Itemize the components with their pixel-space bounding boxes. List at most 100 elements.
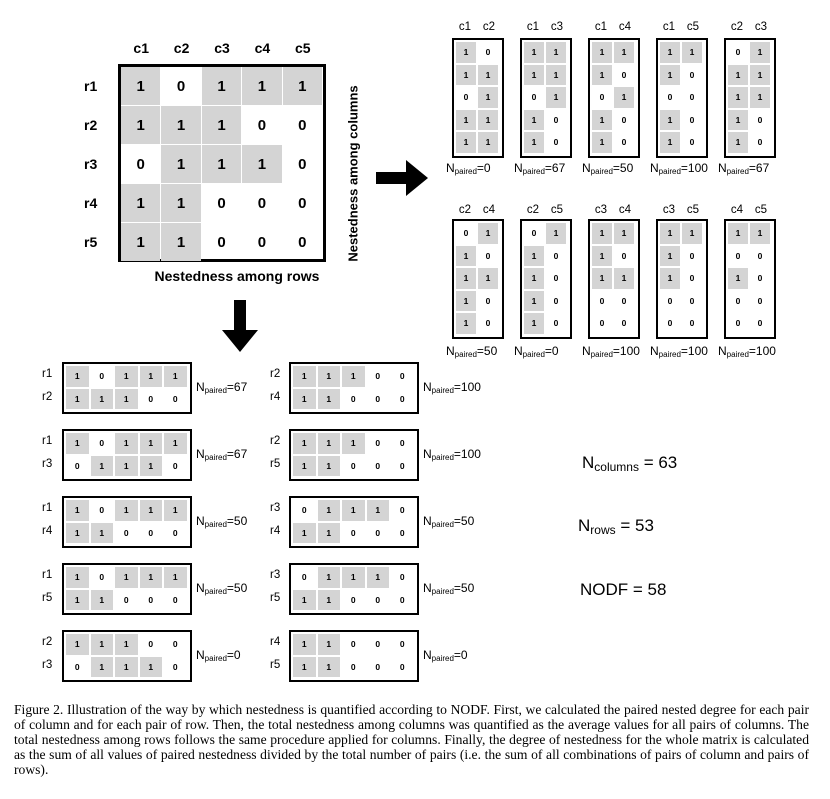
npaired-label: Npaired=0	[514, 344, 559, 359]
pair-cell: 0	[172, 594, 178, 605]
pair-row-header-r5: r5	[270, 457, 281, 470]
matrix-cell: 0	[176, 77, 186, 95]
matrix-cell: 1	[161, 223, 201, 261]
pair-cell: 0	[531, 228, 537, 239]
pair-cell: 1	[546, 42, 566, 63]
pair-cell: 1	[546, 223, 566, 244]
pair-cell: 0	[463, 92, 469, 103]
pair-cell: 0	[172, 460, 178, 471]
column-header-c4: c4	[254, 40, 271, 56]
pair-row-header-r5: r5	[270, 658, 281, 671]
pair-cell: 1	[66, 589, 89, 610]
pair-cell: 0	[375, 371, 381, 382]
matrix-cell: 1	[161, 184, 201, 222]
pair-cell: 1	[293, 433, 316, 454]
pair-cell: 1	[682, 223, 702, 244]
pair-cell: 0	[350, 393, 356, 404]
pair-cell: 0	[375, 594, 381, 605]
pair-cell: 0	[553, 114, 559, 125]
pair-cell: 0	[553, 137, 559, 148]
pair-column-header-c1: c1	[458, 21, 472, 33]
pair-cell: 1	[139, 567, 162, 588]
pair-cell: 0	[148, 639, 154, 650]
pair-cell: 0	[399, 527, 405, 538]
pair-cell: 1	[90, 589, 113, 610]
matrix-cell: 0	[217, 233, 226, 251]
pair-cell: 1	[592, 109, 612, 130]
pair-cell: 0	[689, 273, 695, 284]
pair-column-header-c5: c5	[550, 204, 564, 216]
pair-cell: 0	[399, 572, 405, 583]
pair-cell: 1	[317, 634, 340, 655]
pair-column-header-c5: c5	[754, 204, 768, 216]
pair-cell: 1	[750, 223, 770, 244]
pair-row-header-r4: r4	[270, 524, 281, 537]
pair-cell: 1	[750, 87, 770, 108]
pair-row-header-r1: r1	[42, 435, 53, 447]
pair-cell: 1	[478, 132, 498, 153]
npaired-label: Npaired=0	[196, 648, 241, 663]
pair-cell: 0	[375, 393, 381, 404]
pair-cell: 1	[293, 366, 316, 387]
pair-cell: 1	[90, 656, 113, 677]
pair-cell: 0	[757, 137, 763, 148]
pair-cell: 0	[735, 47, 741, 58]
nrows-summary: Nrows = 53	[578, 516, 654, 537]
npaired-label: Npaired=0	[446, 161, 491, 176]
pair-row-header-r1: r1	[42, 368, 53, 380]
pair-column-header-c5: c5	[686, 204, 700, 216]
pair-cell: 1	[456, 109, 476, 130]
pair-cell: 0	[735, 318, 741, 329]
pair-cell: 0	[621, 137, 627, 148]
pair-column-header-c2: c2	[526, 204, 540, 216]
pair-cell: 1	[592, 223, 612, 244]
pair-cell: 0	[621, 295, 627, 306]
pair-cell: 1	[115, 433, 138, 454]
pair-cell: 1	[728, 132, 748, 153]
pair-cell: 1	[546, 87, 566, 108]
pair-cell: 0	[99, 371, 105, 382]
pair-cell: 0	[172, 527, 178, 538]
pair-cell: 1	[592, 245, 612, 266]
pair-cell: 0	[375, 438, 381, 449]
pair-row-header-r3: r3	[270, 569, 281, 581]
npaired-label: Npaired=0	[423, 648, 468, 663]
npaired-label: Npaired=50	[196, 514, 248, 529]
pair-cell: 1	[317, 433, 340, 454]
pair-cell: 1	[342, 567, 365, 588]
npaired-label: Npaired=100	[718, 344, 776, 359]
pair-cell: 1	[317, 366, 340, 387]
pair-cell: 1	[317, 522, 340, 543]
pair-cell: 1	[293, 522, 316, 543]
pair-cell: 0	[689, 295, 695, 306]
pair-cell: 1	[524, 313, 544, 334]
pair-cell: 1	[456, 290, 476, 311]
pair-cell: 0	[123, 594, 129, 605]
npaired-label: Npaired=100	[423, 380, 481, 395]
matrix-cell: 1	[121, 223, 161, 261]
pair-column-header-c2: c2	[482, 21, 496, 33]
pair-cell: 0	[74, 460, 80, 471]
pair-cell: 0	[553, 273, 559, 284]
pair-cell: 1	[66, 433, 89, 454]
npaired-label: Npaired=67	[196, 380, 248, 395]
pair-column-header-c4: c4	[618, 204, 632, 216]
pair-cell: 1	[456, 245, 476, 266]
pair-cell: 1	[456, 268, 476, 289]
ncolumns-summary: Ncolumns = 63	[582, 453, 678, 474]
npaired-label: Npaired=100	[423, 447, 481, 462]
pair-cell: 1	[592, 132, 612, 153]
pair-cell: 0	[757, 318, 763, 329]
pair-cell: 1	[366, 567, 389, 588]
pair-cell: 1	[478, 64, 498, 85]
pair-cell: 0	[599, 92, 605, 103]
npaired-label: Npaired=50	[423, 514, 475, 529]
